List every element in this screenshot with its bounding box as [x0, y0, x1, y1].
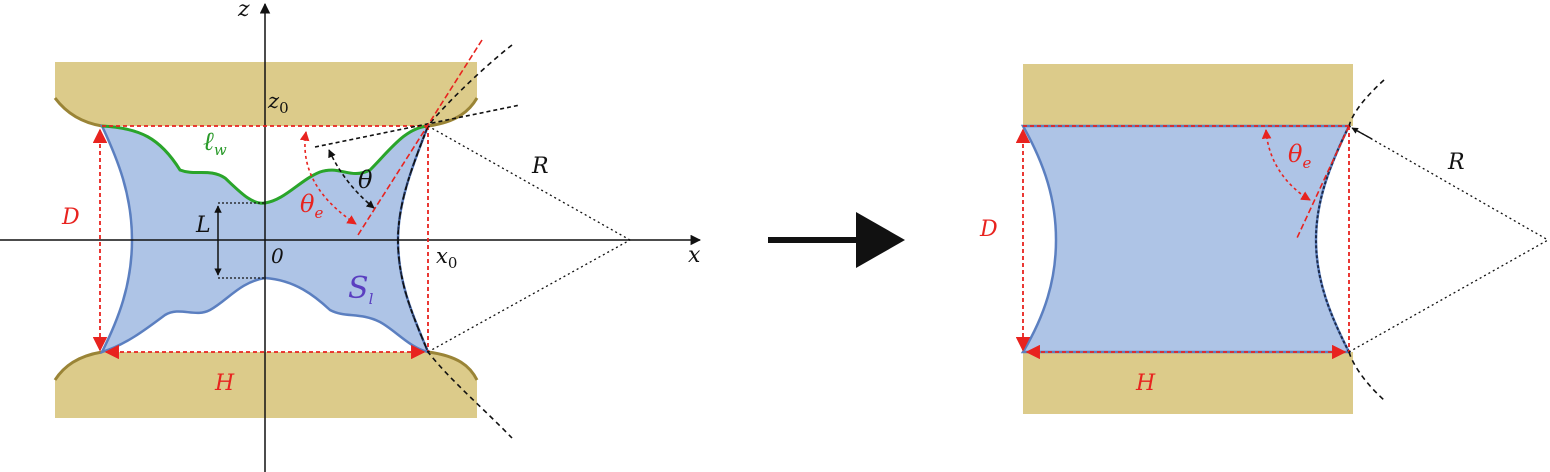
R-label-left: R — [531, 154, 549, 179]
lw-sub: w — [214, 141, 227, 159]
right-circle-arc — [1348, 79, 1385, 401]
theta-e-right-sub: e — [1302, 154, 1311, 172]
radius-line-top — [427, 125, 631, 241]
right-top-plate — [1023, 64, 1353, 126]
right-radius-line-top — [1348, 125, 1549, 241]
x0-main: x — [436, 244, 448, 268]
left-panel: z x 0 z0 x0 ℓw Sl L D H R θ θe — [0, 0, 702, 472]
top-plate — [55, 62, 477, 126]
H-label-right: H — [1135, 371, 1156, 396]
right-R-arrow — [1351, 127, 1373, 140]
D-label-left: D — [61, 205, 80, 230]
L-label: L — [195, 213, 211, 238]
theta-e-left-main: θ — [300, 190, 315, 218]
D-label-right: D — [979, 217, 998, 242]
theta-e-label-right: θe — [1288, 140, 1311, 172]
right-contact-tangent — [1296, 125, 1350, 239]
theta-e-right-main: θ — [1288, 140, 1303, 168]
R-label-right: R — [1447, 150, 1465, 175]
theta-arc — [328, 149, 375, 209]
theta-label: θ — [358, 166, 373, 194]
theta-e-left-sub: e — [314, 204, 323, 222]
bottom-plate-surface-edge — [53, 350, 479, 381]
arrow-head — [856, 212, 905, 268]
x-axis-label: x — [688, 243, 701, 268]
right-bottom-plate — [1023, 352, 1353, 414]
radius-line-bottom — [427, 239, 631, 353]
H-label-left: H — [214, 371, 235, 396]
sl-main: S — [348, 271, 369, 306]
z0-label: z0 — [267, 89, 289, 117]
lw-main: ℓ — [203, 127, 214, 157]
right-radius-line-bottom — [1348, 239, 1549, 353]
right-panel: D H R θe — [979, 64, 1549, 414]
theta-e-label-left: θe — [300, 190, 323, 222]
sl-sub: l — [369, 290, 374, 308]
z-axis-label: z — [237, 0, 250, 22]
bottom-plate — [55, 352, 477, 418]
x0-label: x0 — [436, 244, 457, 272]
circle-arc-line — [397, 44, 513, 439]
sl-label: Sl — [348, 271, 374, 308]
x0-sub: 0 — [448, 254, 458, 272]
theta-e-arc — [299, 131, 357, 225]
contact-tangent-line — [357, 39, 483, 236]
z0-main: z — [267, 89, 280, 113]
lw-label: ℓw — [203, 127, 227, 159]
top-plate-surface-edge — [53, 97, 479, 128]
origin-label: 0 — [271, 244, 284, 268]
right-theta-e-arc — [1261, 129, 1311, 201]
transition-arrow — [768, 212, 905, 268]
z0-sub: 0 — [279, 99, 289, 117]
